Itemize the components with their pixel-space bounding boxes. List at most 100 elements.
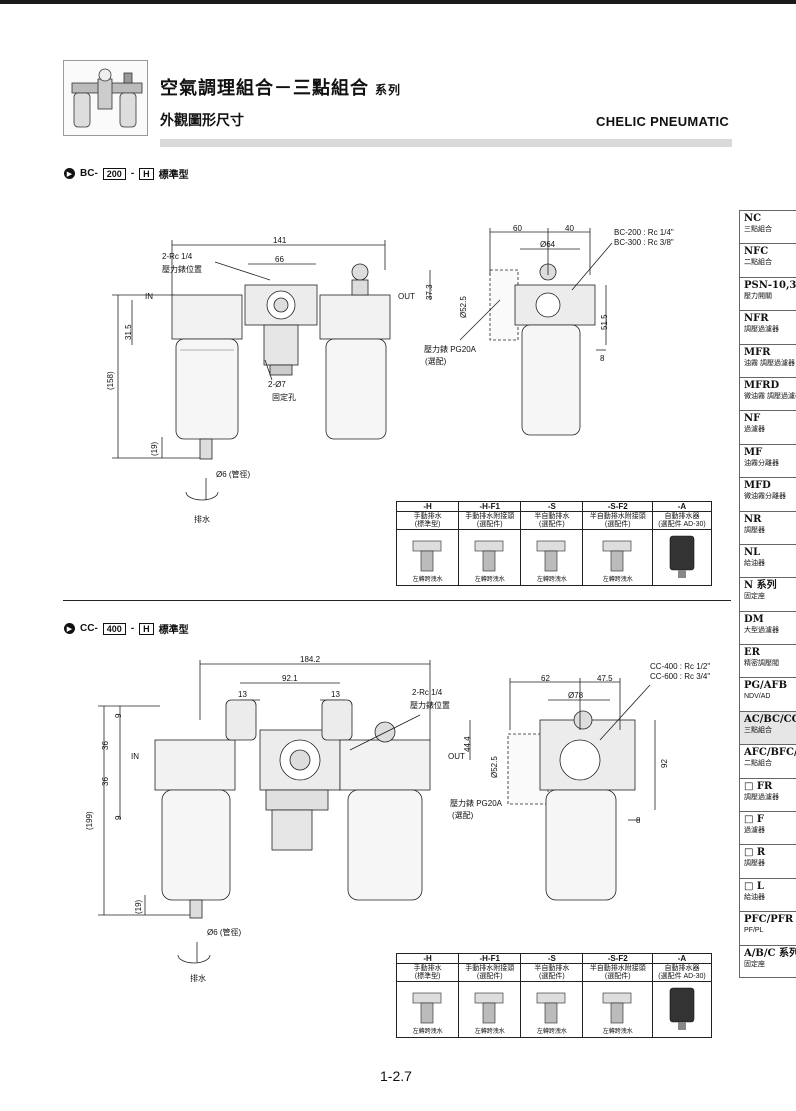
dim-8: 8 bbox=[600, 354, 605, 363]
opt-desc: 半自動排水附接頭(選配件) bbox=[582, 511, 653, 530]
model-variant: 標準型 bbox=[158, 170, 189, 181]
drain-label: 排水 bbox=[194, 515, 210, 524]
tube-label: Ø6 (管徑) bbox=[216, 470, 251, 479]
sidebar-item-code: MFR bbox=[744, 346, 771, 358]
dim-40: 40 bbox=[565, 224, 574, 233]
sidebar-item-code: □ R bbox=[744, 847, 766, 859]
port-bc200: BC-200 : Rc 1/4" bbox=[614, 228, 674, 237]
sidebar-item[interactable]: N 系列固定座 bbox=[739, 577, 796, 611]
dim-31-5: 31.5 bbox=[124, 324, 133, 340]
dim-78: Ø78 bbox=[568, 691, 584, 700]
arrow-icon: ▶ bbox=[64, 623, 75, 634]
sidebar-item-code: NC bbox=[744, 213, 762, 224]
hole-label2: 固定孔 bbox=[272, 393, 296, 402]
in-label: IN bbox=[145, 292, 153, 301]
sidebar-item-name: 調壓過濾器 bbox=[744, 326, 779, 334]
opt-code: -H bbox=[395, 501, 460, 512]
sidebar-item[interactable]: PSN-10,30,41壓力開關 bbox=[739, 276, 796, 311]
header-rule bbox=[160, 139, 732, 147]
opt-desc: 半自動排水(選配件) bbox=[520, 511, 584, 530]
sidebar-item-name: 過濾器 bbox=[744, 827, 765, 835]
model-suffix: H bbox=[139, 622, 154, 635]
sidebar-item-name: 大型過濾器 bbox=[744, 626, 779, 634]
gauge-label: 壓力錶 PG20A bbox=[424, 345, 477, 354]
port-label: 2-Rc 1/4 bbox=[412, 688, 443, 697]
sidebar-item-code: MFD bbox=[744, 480, 771, 492]
opt-desc: 手動排水附接頭(選配件) bbox=[458, 511, 522, 530]
sidebar-item-code: MF bbox=[744, 446, 763, 458]
top-border bbox=[0, 0, 796, 4]
model-suffix: H bbox=[139, 167, 154, 180]
in-label: IN bbox=[131, 752, 139, 761]
sidebar-item-code: AC/BC/CC bbox=[744, 713, 796, 725]
sidebar-item-name: 固定座 bbox=[744, 593, 765, 601]
page-title: 空氣調理組合－三點組合系列 bbox=[160, 74, 401, 100]
dim-199: (199) bbox=[85, 811, 94, 830]
drain-valve-icon: 左轉跨洩水 bbox=[582, 529, 653, 586]
model-dash: - bbox=[130, 623, 135, 634]
opt-code: -S-F2 bbox=[582, 953, 653, 964]
sidebar-item-code: □ FR bbox=[744, 780, 773, 792]
options-table-1: -H -H-F1 -S -S-F2 -A 手動排水(標準型) 手動排水附接頭(選… bbox=[395, 501, 713, 586]
sidebar-item-name: 二點組合 bbox=[744, 259, 772, 267]
sidebar-item-code: NL bbox=[744, 546, 761, 558]
opt-desc: 自動排水器(選配件 AD-30) bbox=[651, 963, 713, 982]
sidebar-item-name: 調壓過濾器 bbox=[744, 793, 779, 801]
port-bc300: BC-300 : Rc 3/8" bbox=[614, 238, 674, 247]
sidebar-item-code: NF bbox=[744, 413, 761, 425]
auto-drain-icon bbox=[651, 981, 713, 1038]
sidebar-item-name: NDV/AD bbox=[744, 693, 771, 701]
model-dash: - bbox=[130, 168, 135, 179]
dim-9b: 9 bbox=[114, 815, 123, 820]
dim-66: 66 bbox=[275, 255, 284, 264]
opt-code: -A bbox=[651, 501, 713, 512]
dim-13a: 13 bbox=[238, 690, 247, 699]
opt-desc: 半自動排水附接頭(選配件) bbox=[582, 963, 653, 982]
auto-drain-icon bbox=[651, 529, 713, 586]
out-label: OUT bbox=[448, 752, 465, 761]
sidebar-item-name: 油霧 調壓過濾器 bbox=[744, 359, 795, 367]
drain-valve-icon: 左轉跨洩水 bbox=[520, 529, 584, 586]
drain-valve-icon: 左轉跨洩水 bbox=[582, 981, 653, 1038]
drain-valve-icon: 左轉跨洩水 bbox=[395, 529, 460, 586]
dim-158: (158) bbox=[106, 371, 115, 390]
sidebar-item-name: 給油器 bbox=[744, 893, 765, 901]
title-series: 系列 bbox=[375, 83, 402, 97]
sidebar-item[interactable]: AFC/BFC/CFC二點組合 bbox=[739, 744, 796, 778]
opt-desc: 自動排水器(選配件 AD-30) bbox=[651, 511, 713, 530]
dim-8: 8 bbox=[636, 816, 641, 825]
sidebar-item-name: 給油器 bbox=[744, 559, 765, 567]
port-label2: 壓力錶位置 bbox=[410, 701, 450, 710]
gauge-opt-label: (選配) bbox=[452, 811, 474, 820]
sidebar-nav: NC三點組合NFC二點組合PSN-10,30,41壓力開關NFR調壓過濾器MFR… bbox=[739, 210, 796, 978]
opt-code: -H bbox=[395, 953, 460, 964]
sidebar-item-name: 二點組合 bbox=[744, 760, 772, 768]
dim-36a: 36 bbox=[101, 741, 110, 750]
dim-92: 92 bbox=[660, 759, 669, 768]
dim-37-3: 37.3 bbox=[425, 284, 434, 300]
sidebar-item-code: PG/AFB bbox=[744, 680, 788, 692]
opt-desc: 手動排水(標準型) bbox=[395, 963, 460, 982]
sidebar-item[interactable]: A/B/C 系列固定座 bbox=[739, 944, 796, 978]
sidebar-item-code: DM bbox=[744, 613, 764, 625]
